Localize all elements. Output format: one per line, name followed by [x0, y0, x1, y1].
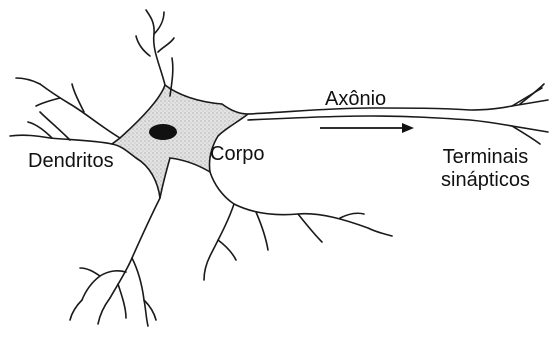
label-terminais-line2: sinápticos	[441, 169, 530, 192]
synaptic-terminals	[512, 84, 548, 144]
label-dendritos: Dendritos	[28, 150, 114, 173]
nucleus	[149, 124, 177, 140]
label-corpo: Corpo	[210, 143, 264, 166]
label-terminais-line1: Terminais	[441, 146, 530, 169]
axon-direction-arrow	[320, 123, 414, 133]
label-terminais-sinapticos: Terminais sinápticos	[441, 146, 530, 192]
cell-body	[112, 85, 248, 198]
label-axonio: Axônio	[325, 88, 386, 111]
